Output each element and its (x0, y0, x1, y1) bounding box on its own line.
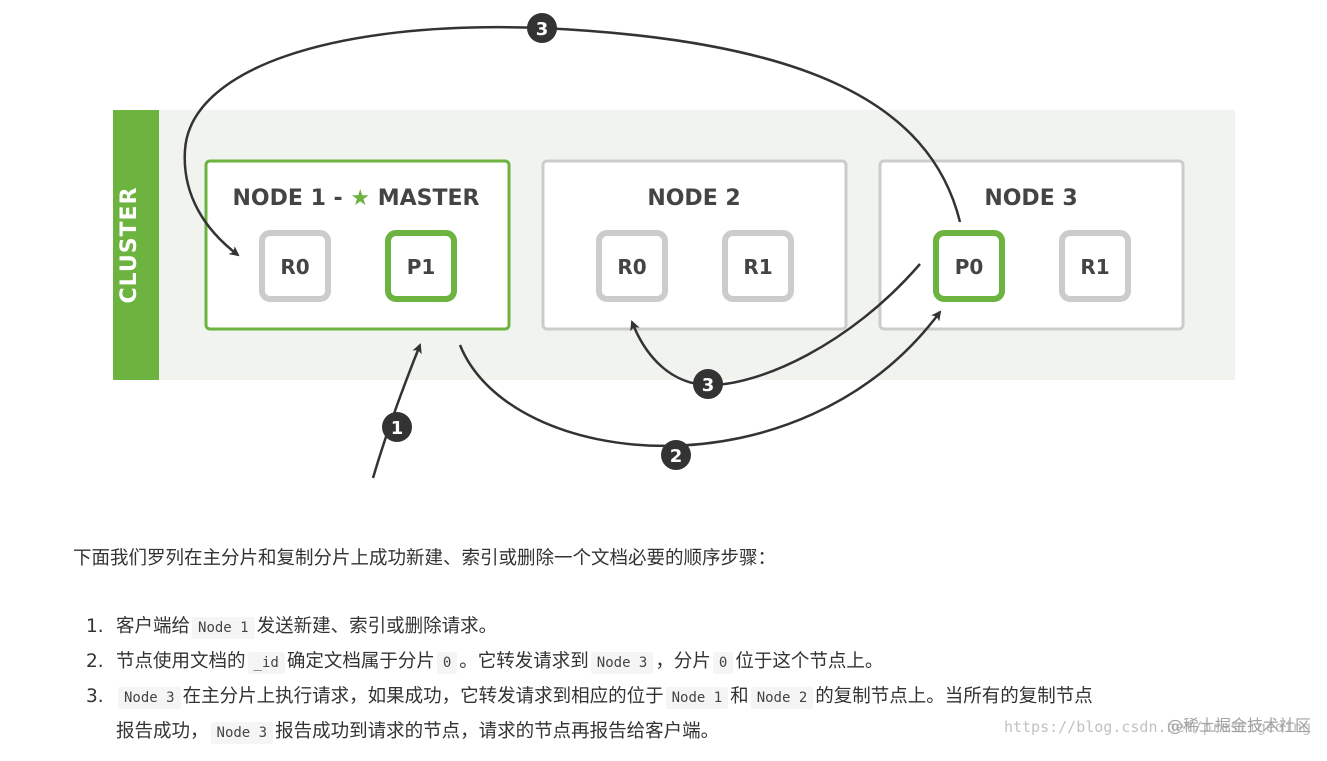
step-text: 报告成功到请求的节点，请求的节点再报告给客户端。 (275, 721, 720, 742)
arrow-step-3-to-node2 (630, 263, 921, 387)
shard-label: P0 (955, 255, 984, 279)
step-badge-3-top: 3 (527, 13, 557, 43)
step-text: 报告成功， (116, 721, 209, 742)
watermark-author: @稀土掘金技术社区 (1166, 716, 1311, 735)
list-number: 1. (86, 616, 104, 637)
node-2-title: NODE 2 (647, 186, 740, 211)
step-text: 节点使用文档的 (116, 651, 246, 672)
step-text: 。它转发请求到 (459, 651, 589, 672)
shard-label: R1 (743, 255, 772, 279)
shard-label: R1 (1080, 255, 1109, 279)
step-text: 位于这个节点上。 (735, 651, 884, 672)
watermark-url: https://blog.csdn.net/prestigeding (1003, 718, 1311, 736)
shard-r0-node1 (259, 230, 331, 302)
shard-r1-node3 (1059, 230, 1131, 302)
step-badge-2: 2 (661, 440, 691, 470)
step-text: 的复制节点上。当所有的复制节点 (815, 686, 1093, 707)
step-badge-1: 1 (382, 412, 412, 442)
shard-label: R0 (280, 255, 309, 279)
node-1-title: NODE 1 - ★ MASTER (233, 186, 480, 211)
cluster-diagram: CLUSTER NODE 1 - ★ MASTER R0 P1 NODE 2 R… (113, 13, 1235, 479)
step-text: 确定文档属于分片 (286, 651, 435, 672)
step-text: 客户端给 (116, 616, 191, 637)
watermark: https://blog.csdn.net/prestigeding @稀土掘金… (1003, 716, 1311, 736)
code-shard: 0 (436, 652, 458, 674)
code-node-name: Node 3 (590, 652, 654, 674)
step-badge-3-bottom: 3 (693, 369, 723, 399)
step-text: 发送新建、索引或删除请求。 (256, 616, 498, 637)
cluster-bar (113, 110, 159, 380)
code-node-name: Node 1 (192, 617, 255, 639)
code-shard: 0 (712, 652, 734, 674)
arrow-step-3-to-node1 (183, 25, 962, 257)
node-3: NODE 3 P0 R1 (878, 159, 1185, 331)
shard-label: R0 (617, 255, 646, 279)
code-node-name: Node 1 (665, 687, 729, 709)
svg-text:1: 1 (391, 418, 404, 439)
shard-p0-node3 (933, 230, 1005, 302)
svg-text:2: 2 (670, 446, 683, 467)
intro-paragraph: 下面我们罗列在主分片和复制分片上成功新建、索引或删除一个文档必要的顺序步骤： (73, 548, 777, 569)
list-number: 3. (86, 686, 104, 707)
code-node-name: Node 3 (118, 687, 181, 709)
shard-label: P1 (407, 255, 436, 279)
shard-r1-node2 (722, 230, 794, 302)
code-node-name: Node 2 (750, 687, 814, 709)
cluster-label: CLUSTER (117, 186, 142, 303)
node-2: NODE 2 R0 R1 (541, 159, 848, 331)
step-text: ，分片 (655, 651, 711, 672)
shard-p1-node1 (385, 230, 457, 302)
code-node-name: Node 3 (210, 722, 274, 744)
svg-text:3: 3 (536, 19, 549, 40)
svg-text:3: 3 (702, 375, 715, 396)
node-1-master: NODE 1 - ★ MASTER R0 P1 (204, 159, 511, 331)
star-icon: ★ (350, 186, 370, 211)
step-text: 和 (730, 686, 749, 707)
list-number: 2. (86, 651, 104, 672)
shard-r0-node2 (596, 230, 668, 302)
code-id: _id (247, 652, 285, 674)
step-text: 在主分片上执行请求，如果成功，它转发请求到相应的位于 (182, 686, 664, 707)
node-3-title: NODE 3 (984, 186, 1077, 211)
